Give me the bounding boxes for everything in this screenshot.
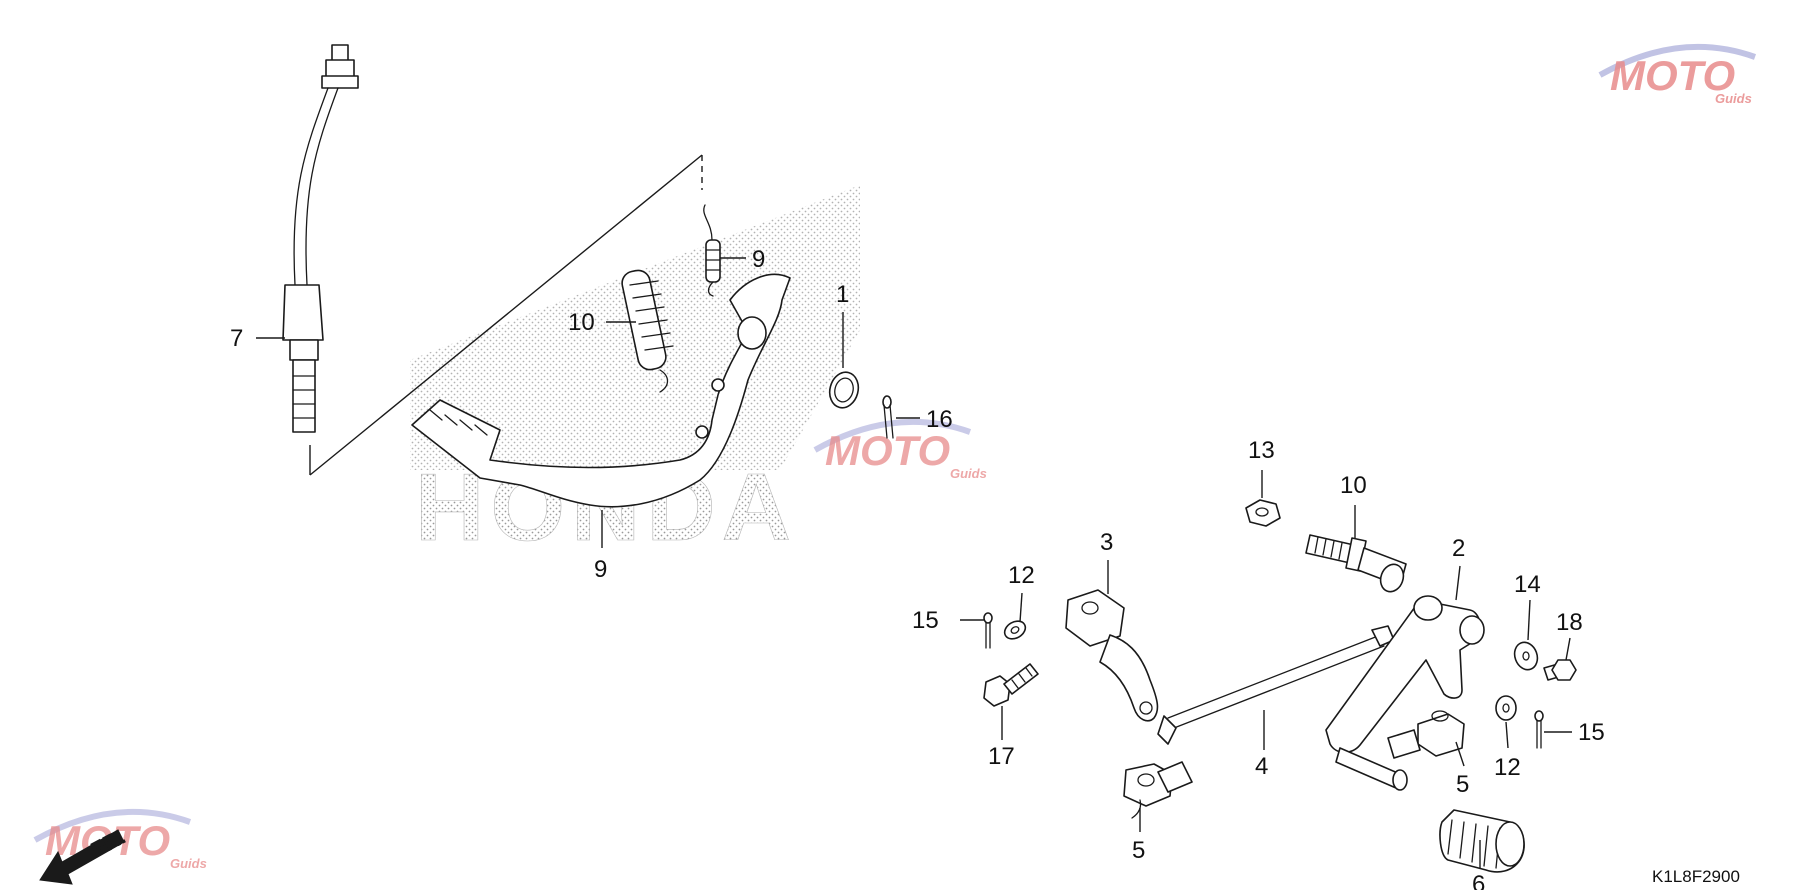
- part-17-bolt: [983, 663, 1039, 707]
- callout-17: 17: [988, 743, 1015, 770]
- part-3-shift-arm: [1065, 589, 1159, 722]
- part-15-cotter-pin-right: [1534, 710, 1544, 749]
- assembly-bracket-lines: [309, 154, 703, 476]
- part-14-washer: [1513, 641, 1539, 671]
- part-12-washer-right: [1495, 695, 1517, 721]
- callout-2: 2: [1452, 535, 1465, 562]
- part-5-rod-joint-upper: [1387, 710, 1465, 759]
- watermark-sub: Guids: [950, 466, 987, 481]
- callout-12-right: 12: [1494, 754, 1521, 781]
- callout-8: 9: [752, 246, 765, 273]
- callout-3: 3: [1100, 529, 1113, 556]
- leader-lines: [256, 257, 1572, 868]
- part-8-return-spring: [703, 204, 721, 297]
- callout-14: 14: [1514, 571, 1541, 598]
- callout-16: 16: [926, 406, 953, 433]
- part-10-coil-spring: [621, 269, 674, 393]
- callout-7: 7: [230, 325, 243, 352]
- callout-15-right: 15: [1578, 719, 1605, 746]
- part-9-brake-pedal: [411, 273, 791, 508]
- part-4-shift-rod: [1157, 625, 1395, 745]
- part-12-washer-left: [1003, 620, 1027, 640]
- watermark-top-right: MOTO Guids: [1598, 43, 1757, 106]
- callout-5-upper: 5: [1456, 771, 1469, 798]
- part-7-brake-light-switch: [282, 44, 359, 433]
- callout-15-left: 15: [912, 607, 939, 634]
- part-18-bolt: [1543, 659, 1577, 681]
- callout-4: 4: [1255, 753, 1268, 780]
- callout-numbers: 7 9 10 9 1 16 13 10 3 12 15 17 4 2 14 18…: [230, 246, 1605, 890]
- part-2-gearshift-pedal: [1325, 595, 1485, 791]
- callout-12-left: 12: [1008, 562, 1035, 589]
- watermark-sub: Guids: [170, 856, 207, 871]
- callout-1: 1: [836, 281, 849, 308]
- part-15-cotter-pin-left: [983, 612, 993, 649]
- callout-5-lower: 5: [1132, 837, 1145, 864]
- watermark-sub: Guids: [1715, 91, 1752, 106]
- part-5-rod-joint-lower: [1123, 761, 1193, 819]
- callout-9: 9: [594, 556, 607, 583]
- callout-18: 18: [1556, 609, 1583, 636]
- part-11-pivot-bolt: [1305, 534, 1407, 593]
- callout-10: 10: [568, 309, 595, 336]
- watermark-center: MOTO Guids: [813, 418, 987, 481]
- diagram-code: K1L8F2900: [1652, 867, 1740, 886]
- callout-6: 6: [1472, 871, 1485, 890]
- callout-11: 10: [1340, 472, 1367, 499]
- part-6-pedal-rubber: [1439, 809, 1525, 873]
- watermark-brand: MOTO: [825, 427, 950, 474]
- callout-13: 13: [1248, 437, 1275, 464]
- front-arrow-icon: [39, 829, 125, 885]
- part-16-cotter-pin: [882, 395, 894, 439]
- part-13-nut: [1245, 499, 1281, 527]
- part-1-o-ring: [828, 371, 860, 409]
- watermark-brand: MOTO: [1610, 52, 1735, 99]
